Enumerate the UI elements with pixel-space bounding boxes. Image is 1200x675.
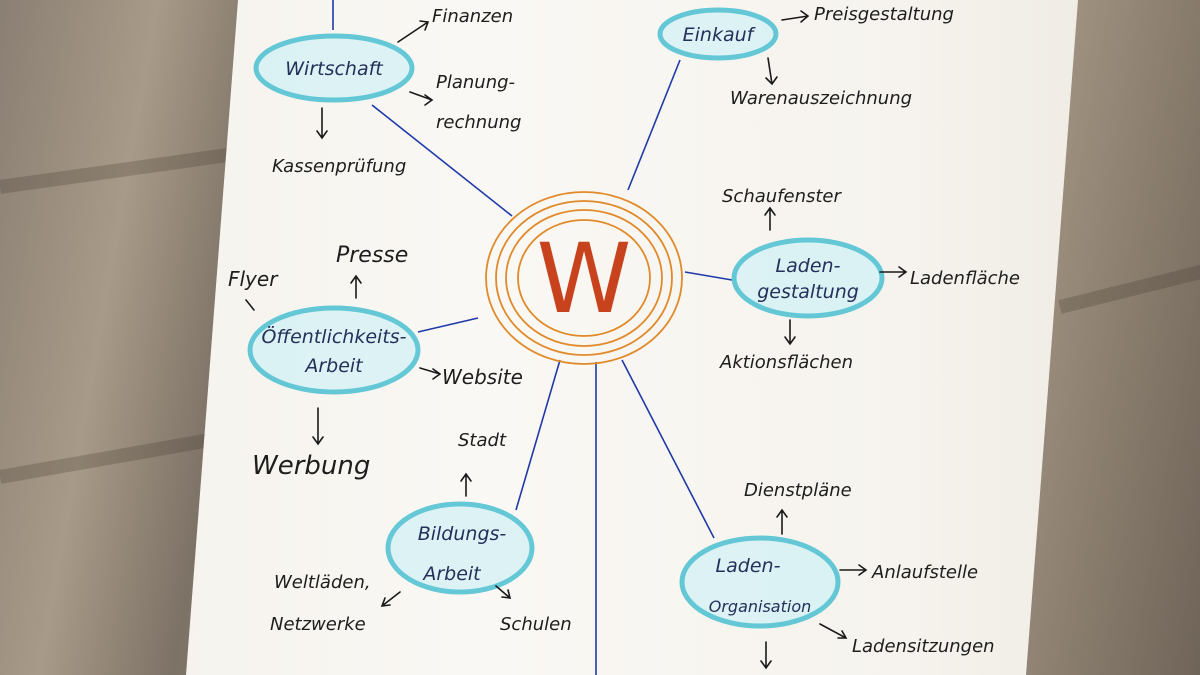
leaf-warenauszeichnung: Warenauszeichnung [730, 88, 912, 109]
leaf-flyer: Flyer [228, 267, 279, 291]
leaf-dienstplaene: Dienstpläne [744, 480, 852, 501]
hub-label: Wirtschaft [285, 58, 384, 80]
leaf-weltlaeden-2: Netzwerke [270, 614, 366, 635]
hub-ladengestaltung: Laden- gestaltung [731, 237, 885, 319]
leaf-kassenpruefung: Kassenprüfung [272, 156, 406, 177]
leaf-labels: Finanzen Planung- rechnung Kassenprüfung… [228, 4, 1020, 657]
hub-label-line-2: gestaltung [757, 281, 859, 303]
leaf-presse: Presse [336, 243, 408, 268]
line-bildung [515, 359, 561, 511]
hub-bildung: Bildungs- Arbeit [385, 501, 535, 595]
leaf-weltlaeden-1: Weltläden, [274, 572, 371, 593]
leaf-anlaufstelle: Anlaufstelle [871, 562, 978, 583]
connection-lines [332, 0, 733, 675]
hub-label-line-1: Laden- [776, 255, 841, 277]
leaf-planung-2: rechnung [436, 112, 521, 133]
hub-einkauf: Einkauf [657, 7, 779, 61]
hub-ladenorganisation: Laden- Organisation [679, 535, 841, 629]
leaf-aktionsflaechen: Aktionsflächen [719, 352, 853, 373]
leaf-ladenflaeche: Ladenfläche [910, 268, 1020, 289]
leaf-stadt: Stadt [458, 430, 507, 451]
leaf-ladensitzungen: Ladensitzungen [852, 636, 995, 657]
leaf-finanzen: Finanzen [432, 6, 513, 27]
hub-label-line-2: Arbeit [421, 563, 482, 585]
line-einkauf [627, 59, 681, 191]
hub-label-line-1: Öffentlichkeits- [261, 325, 406, 348]
hub-label-line-1: Bildungs- [418, 523, 507, 545]
arrows [245, 10, 908, 670]
hub-wirtschaft: Wirtschaft [253, 33, 415, 103]
hub-label-line-2: Organisation [709, 597, 812, 616]
hub-label-line-1: Laden- [716, 555, 781, 577]
leaf-website: Website [442, 365, 523, 389]
leaf-planung-1: Planung- [436, 72, 515, 93]
center-node: W [485, 191, 683, 365]
hub-label: Einkauf [683, 24, 757, 46]
line-wirtschaft [371, 104, 513, 217]
leaf-schaufenster: Schaufenster [722, 186, 842, 207]
line-oeffentlichkeit [417, 317, 479, 333]
leaf-preisgestaltung: Preisgestaltung [814, 4, 954, 25]
leaf-schulen: Schulen [500, 614, 572, 635]
center-letter: W [537, 223, 632, 335]
hub-oeffentlichkeit: Öffentlichkeits- Arbeit [247, 305, 421, 395]
line-ladenorganisation [621, 359, 715, 539]
leaf-werbung: Werbung [252, 451, 370, 481]
line-ladengestaltung [684, 271, 733, 281]
hub-label-line-2: Arbeit [303, 355, 364, 377]
